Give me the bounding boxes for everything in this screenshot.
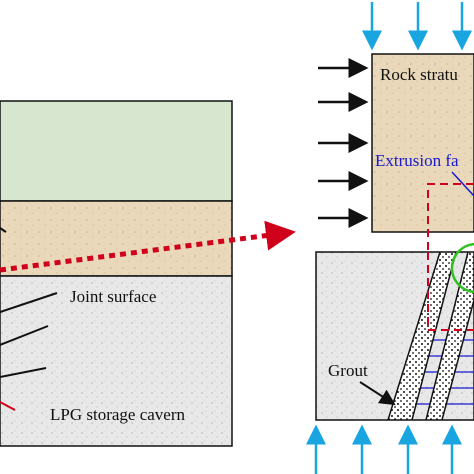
extrusion-pointer [451, 171, 474, 197]
green-layer [0, 100, 233, 202]
joint-line-2 [0, 325, 49, 346]
joint-line-3 [0, 367, 47, 378]
rock-layer [0, 275, 233, 447]
bottom-arrows [306, 424, 462, 474]
grout-band-right [425, 252, 474, 420]
grout-pointer [359, 381, 396, 406]
zoom-arrow [0, 220, 296, 273]
zoom-box-top [427, 183, 474, 252]
tan-mark [0, 227, 7, 233]
tan-layer [0, 200, 233, 277]
zoom-box-bottom [427, 252, 474, 331]
rock-strata-block [371, 53, 474, 233]
left-panel: Joint surface LPG storage cavern [0, 100, 296, 447]
grout-band-left [387, 252, 457, 420]
extrusion-label: Extrusion fa [375, 151, 459, 170]
grout-label: Grout [328, 361, 368, 380]
rock-strata-label: Rock stratu [380, 65, 458, 84]
cavern-edge [0, 401, 16, 411]
joint-surface-label: Joint surface [70, 287, 156, 306]
right-top-panel: Rock stratu Extrusion fa [318, 2, 474, 252]
joint-line-1 [0, 292, 58, 313]
lpg-cavern-label: LPG storage cavern [50, 405, 186, 424]
highlight-circle [450, 242, 474, 294]
right-bottom-panel: Grout [315, 242, 474, 421]
